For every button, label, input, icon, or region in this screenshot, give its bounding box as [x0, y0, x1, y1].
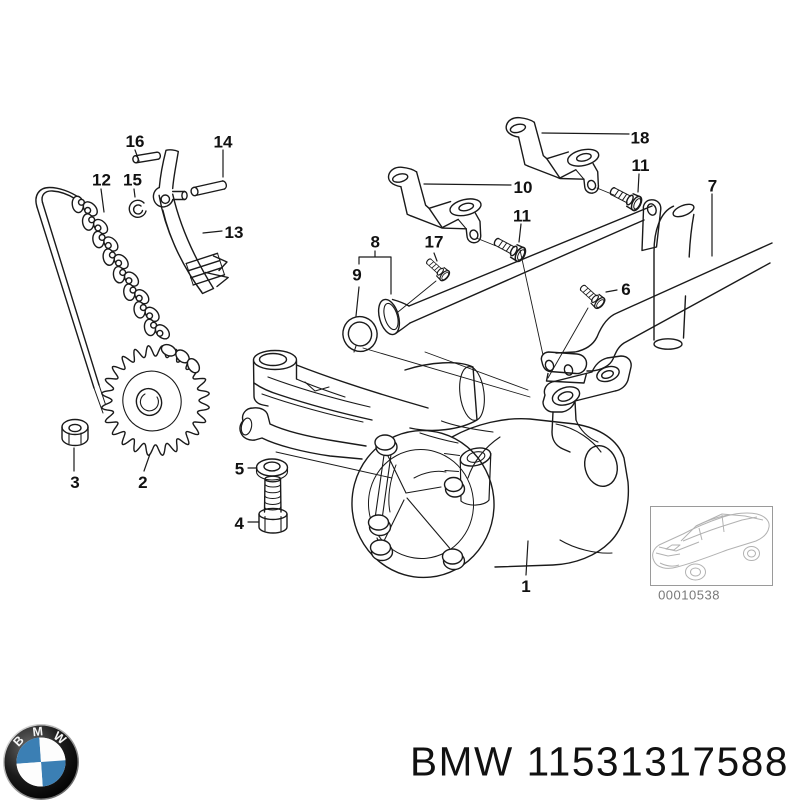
svg-text:7: 7	[708, 176, 717, 195]
svg-text:8: 8	[370, 233, 379, 252]
svg-text:17: 17	[425, 233, 444, 252]
svg-text:10: 10	[514, 178, 533, 197]
svg-text:12: 12	[92, 171, 111, 190]
svg-text:00010538: 00010538	[658, 588, 720, 603]
svg-text:5: 5	[235, 460, 244, 479]
svg-text:15: 15	[123, 171, 142, 190]
svg-text:M: M	[32, 724, 44, 739]
svg-text:4: 4	[234, 514, 244, 533]
svg-text:9: 9	[352, 265, 361, 284]
svg-text:11: 11	[632, 156, 650, 175]
svg-text:6: 6	[621, 280, 630, 299]
svg-text:11: 11	[513, 207, 531, 226]
svg-text:18: 18	[631, 129, 650, 148]
svg-text:16: 16	[126, 132, 145, 151]
svg-text:1: 1	[521, 577, 530, 596]
svg-text:3: 3	[70, 473, 79, 492]
svg-text:14: 14	[214, 133, 233, 152]
svg-text:BMW 11531317588: BMW 11531317588	[410, 739, 789, 785]
svg-text:2: 2	[138, 473, 147, 492]
svg-text:13: 13	[225, 223, 244, 242]
